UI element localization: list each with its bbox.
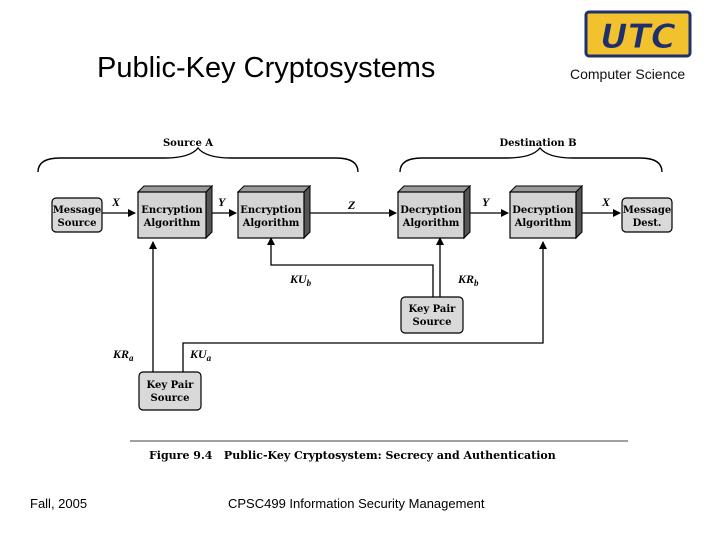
key-ku-a: KUa [189,347,212,363]
svg-text:Decryption: Decryption [400,205,462,216]
svg-text:Algorithm: Algorithm [514,218,572,229]
svg-text:Algorithm: Algorithm [143,218,201,229]
footer-course: CPSC499 Information Security Management [228,496,485,511]
source-brace [37,146,359,173]
svg-text:Source: Source [413,317,452,328]
svg-text:Key Pair: Key Pair [409,304,457,315]
svg-text:Source: Source [58,218,97,229]
slide-title: Public-Key Cryptosystems [97,52,436,84]
key-pair-source-a-box: Key Pair Source [138,371,202,411]
ku-b-line [267,237,434,297]
source-a-label: Source A [163,138,213,149]
svg-text:Decryption: Decryption [512,205,574,216]
message-source-box: Message Source [51,197,103,233]
figure-caption: Figure 9.4 Public-Key Cryptosystem: Secr… [149,449,556,462]
signal-z: Z [347,198,356,212]
decryption-algorithm-1-box: Decryption Algorithm [396,184,472,240]
key-kr-b: KRb [457,272,479,288]
message-dest-box: Message Dest. [621,197,673,233]
ku-a-line [182,241,547,372]
svg-text:Message: Message [623,205,672,216]
key-pair-source-b-box: Key Pair Source [400,296,464,334]
svg-text:Message: Message [53,205,102,216]
key-ku-b: KUb [289,272,312,288]
utc-logo: UTC [584,10,692,58]
department-label: Computer Science [570,66,686,82]
signal-y-2: Y [482,195,491,209]
svg-text:Encryption: Encryption [240,205,302,216]
signal-x-in: X [111,195,121,209]
svg-text:Algorithm: Algorithm [402,218,460,229]
svg-text:Dest.: Dest. [633,218,662,229]
signal-y-1: Y [218,195,227,209]
decryption-algorithm-2-box: Decryption Algorithm [508,184,584,240]
svg-text:Encryption: Encryption [141,205,203,216]
signal-x-out: X [601,195,611,209]
logo-text: UTC [600,17,676,57]
destination-brace [399,146,663,173]
encryption-algorithm-2-box: Encryption Algorithm [236,184,312,240]
destination-b-label: Destination B [499,138,576,149]
svg-text:Key Pair: Key Pair [147,380,195,391]
key-kr-a: KRa [112,347,134,363]
svg-text:Source: Source [151,393,190,404]
svg-text:Algorithm: Algorithm [242,218,300,229]
footer-term: Fall, 2005 [30,496,88,511]
encryption-algorithm-1-box: Encryption Algorithm [136,184,214,240]
